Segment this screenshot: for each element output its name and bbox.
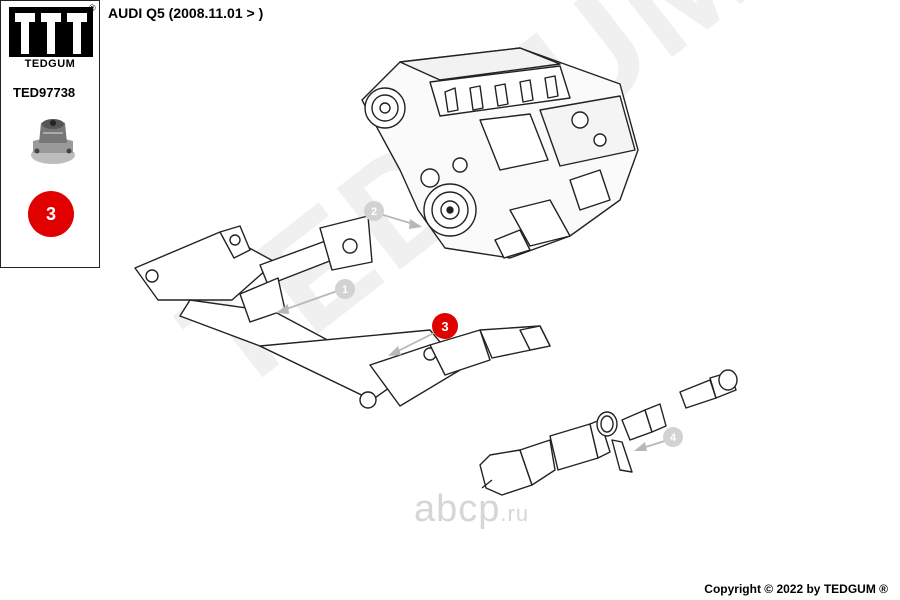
callout-2-label: 2 — [371, 206, 377, 218]
exploded-diagram: 1 2 3 4 — [134, 47, 738, 496]
part-info-panel: ® TEDGUM TED97738 3 — [0, 0, 100, 268]
callout-1-label: 1 — [342, 284, 348, 296]
part-number: TED97738 — [13, 85, 76, 100]
callout-1-circle[interactable] — [335, 279, 355, 299]
vehicle-title: AUDI Q5 (2008.11.01 > ) — [108, 5, 264, 21]
part-position-badge: 3 — [28, 191, 74, 237]
callout-3-circle[interactable] — [432, 313, 458, 339]
brand-name: TEDGUM — [24, 58, 76, 70]
subframe-illustration — [134, 215, 551, 409]
engine-illustration — [361, 47, 639, 259]
driveshaft-illustration — [479, 369, 738, 496]
callout-3-label: 3 — [441, 319, 448, 334]
site-watermark: abcp.ru — [414, 488, 529, 531]
site-watermark-name: abcp — [414, 488, 501, 530]
copyright-notice: Copyright © 2022 by TEDGUM ® — [704, 582, 888, 596]
site-watermark-suffix: .ru — [500, 501, 530, 526]
callout-4-label: 4 — [670, 432, 677, 444]
leader-arrowheads — [276, 219, 647, 451]
engine-mount-thumbnail — [31, 119, 75, 164]
brand-logo — [9, 7, 93, 57]
callout-2-circle[interactable] — [364, 201, 384, 221]
callout-4-circle[interactable] — [663, 427, 683, 447]
registered-mark: ® — [89, 3, 96, 13]
